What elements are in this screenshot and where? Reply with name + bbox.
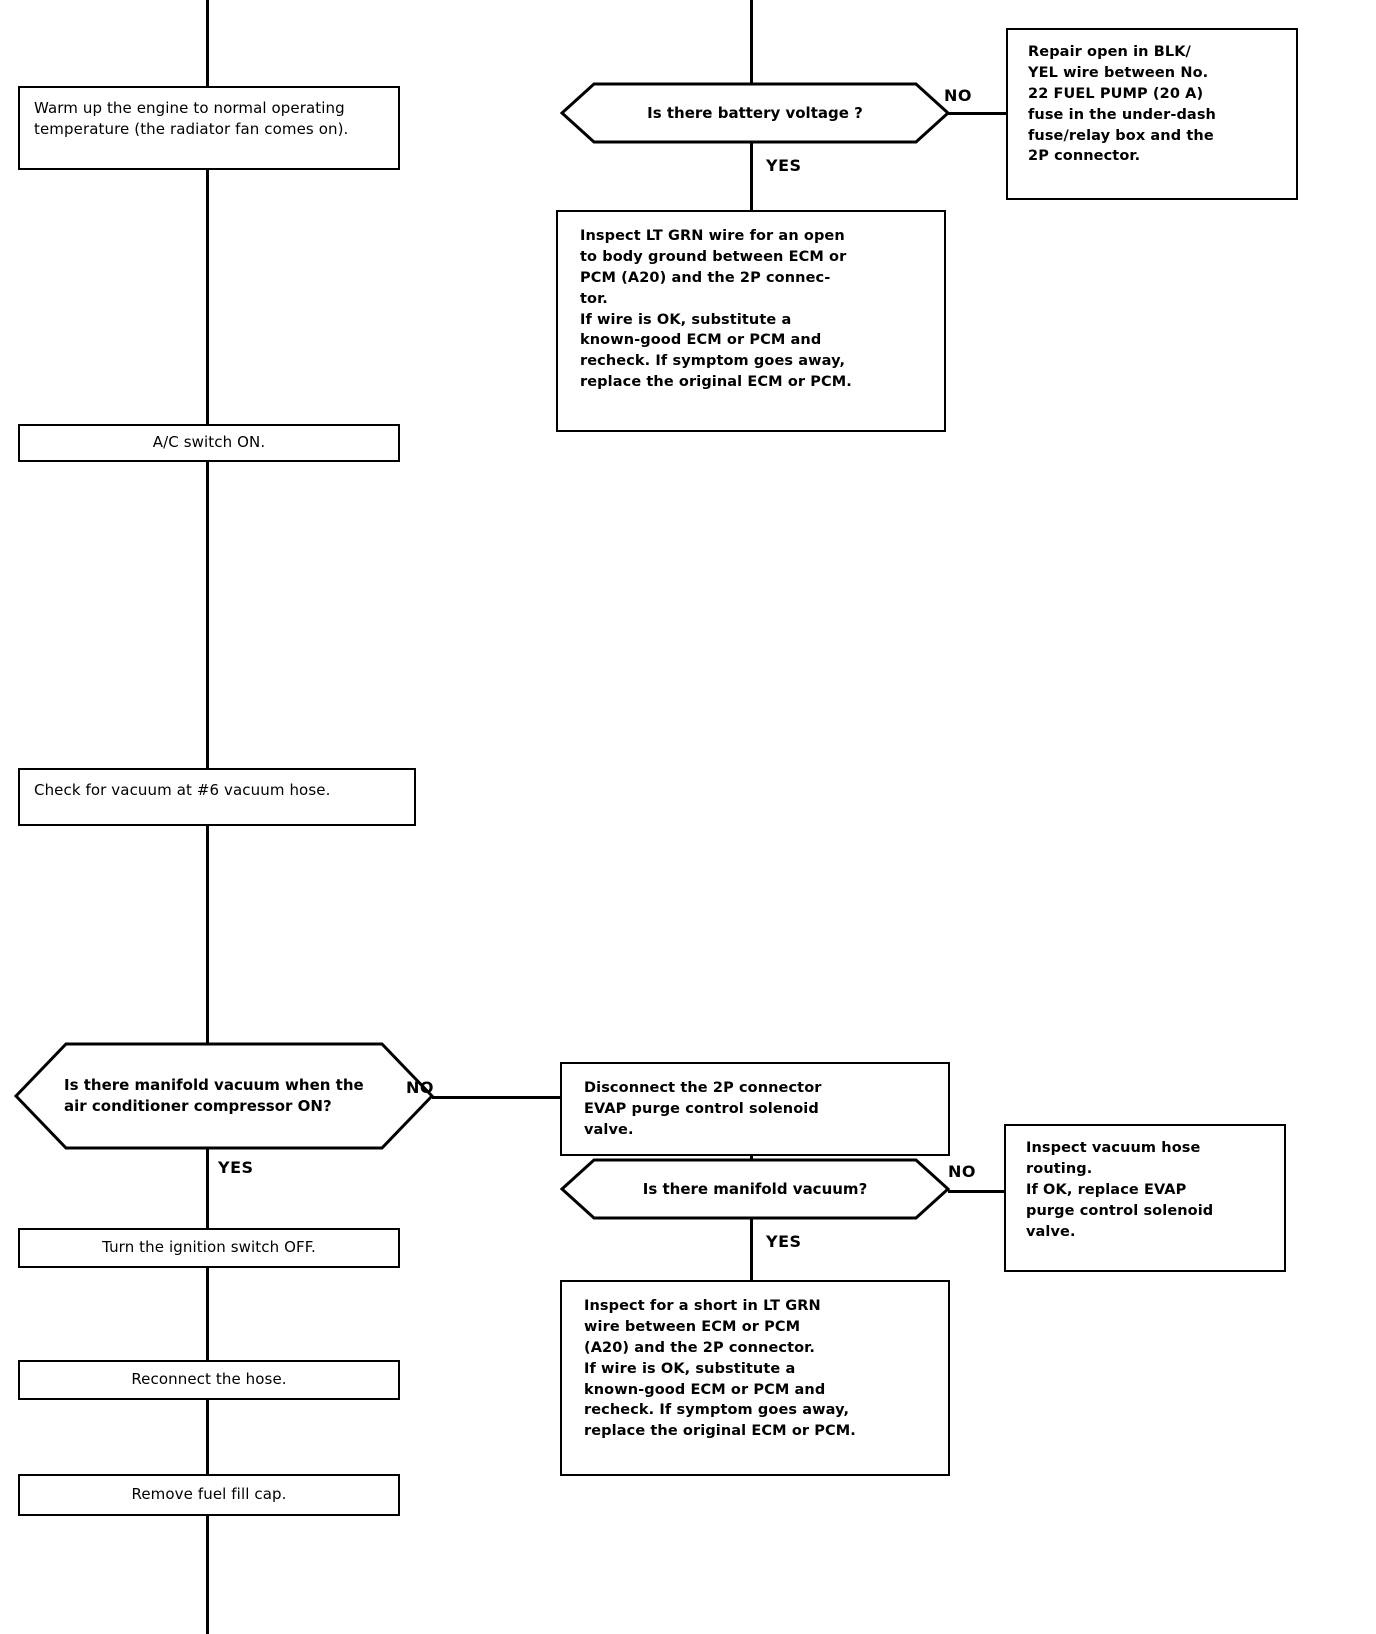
connector-ignition-to-reconnect [206,1266,209,1362]
connector-no-to-hose-routing [948,1190,1006,1193]
step-remove-fuel-fill-cap-text: Remove fuel fill cap. [131,1485,287,1504]
decision-manifold-vacuum-ac: Is there manifold vacuum when the air co… [13,1042,435,1150]
decision-manifold-vacuum: Is there manifold vacuum? [559,1158,951,1220]
box-repair-open-blk-yel: Repair open in BLK/ YEL wire between No.… [1006,28,1298,200]
decision-manifold-vacuum-label: Is there manifold vacuum? [642,1179,868,1198]
connector-warmup-to-ac [206,168,209,426]
connector-no-to-disconnect [432,1096,560,1099]
box-inspect-lt-grn-open: Inspect LT GRN wire for an open to body … [556,210,946,432]
connector-middle-top [750,0,753,84]
step-ac-switch-on: A/C switch ON. [18,424,400,462]
step-warm-up-engine-text: Warm up the engine to normal operating t… [34,99,349,139]
step-ac-switch-on-text: A/C switch ON. [152,433,266,452]
step-turn-ignition-off-text: Turn the ignition switch OFF. [102,1238,316,1257]
connector-yes-to-ignition-off [206,1148,209,1230]
step-check-vacuum-hose-text: Check for vacuum at #6 vacuum hose. [34,781,331,799]
step-reconnect-hose-text: Reconnect the hose. [131,1370,287,1389]
branch-label-yes-battery-voltage: YES [766,156,802,175]
connector-check-vacuum-to-decision [206,824,209,1046]
box-inspect-vacuum-hose-routing: Inspect vacuum hose routing. If OK, repl… [1004,1124,1286,1272]
branch-label-no-manifold-ac: NO [406,1078,434,1097]
step-warm-up-engine: Warm up the engine to normal operating t… [18,86,400,170]
box-disconnect-2p-connector: Disconnect the 2P connector EVAP purge c… [560,1062,950,1156]
connector-left-top [206,0,209,88]
branch-label-no-battery-voltage: NO [944,86,972,105]
decision-battery-voltage: Is there battery voltage ? [559,82,951,144]
decision-battery-voltage-label: Is there battery voltage ? [647,103,863,122]
step-reconnect-hose: Reconnect the hose. [18,1360,400,1400]
step-check-vacuum-hose: Check for vacuum at #6 vacuum hose. [18,768,416,826]
box-inspect-lt-grn-short: Inspect for a short in LT GRN wire betwe… [560,1280,950,1476]
branch-label-yes-manifold-ac: YES [218,1158,254,1177]
decision-manifold-vacuum-ac-label: Is there manifold vacuum when the air co… [64,1076,364,1115]
connector-yes-to-inspect-open [750,142,753,212]
connector-ac-to-check-vacuum [206,460,209,770]
connector-no-to-repair-open [948,112,1008,115]
step-remove-fuel-fill-cap: Remove fuel fill cap. [18,1474,400,1516]
step-turn-ignition-off: Turn the ignition switch OFF. [18,1228,400,1268]
connector-yes-to-inspect-short [750,1218,753,1282]
branch-label-yes-manifold-vacuum: YES [766,1232,802,1251]
branch-label-no-manifold-vacuum: NO [948,1162,976,1181]
connector-fuelcap-bottom [206,1514,209,1634]
connector-reconnect-to-fuelcap [206,1398,209,1476]
